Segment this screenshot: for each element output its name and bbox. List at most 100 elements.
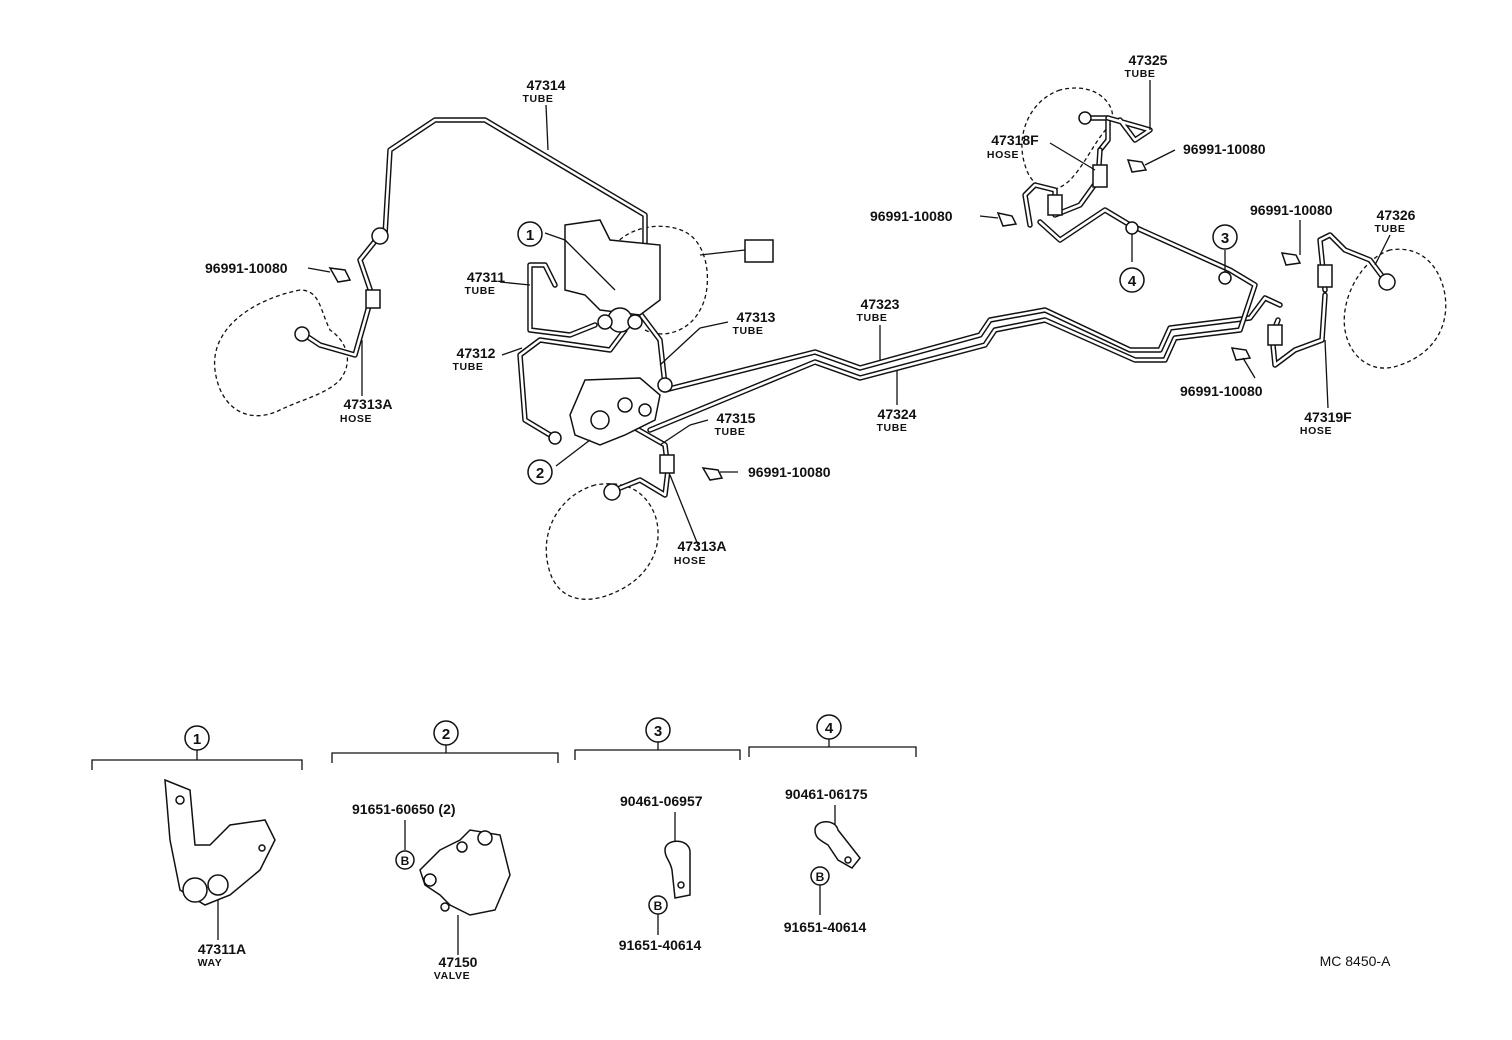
svg-text:96991-10080: 96991-10080 — [748, 464, 831, 480]
svg-text:1: 1 — [526, 227, 534, 244]
svg-text:TUBE: TUBE — [857, 312, 888, 324]
detail-3: 3 90461-06957 B 91651-40614 — [574, 717, 741, 953]
svg-text:96991-10080: 96991-10080 — [1180, 383, 1263, 399]
svg-text:90461-06957: 90461-06957 — [620, 793, 703, 809]
svg-text:TUBE: TUBE — [1125, 68, 1156, 80]
svg-text:TUBE: TUBE — [733, 325, 764, 337]
svg-text:4: 4 — [1128, 273, 1137, 290]
label-clip-far-right-top: 96991-10080 — [1250, 202, 1333, 218]
wheel-outline-rear-right — [1343, 248, 1447, 369]
svg-text:90461-06175: 90461-06175 — [785, 786, 868, 802]
tube-47324 — [647, 207, 1258, 433]
leader-lines — [307, 80, 1391, 546]
fittings — [294, 111, 1396, 501]
svg-text:TUBE: TUBE — [523, 93, 554, 105]
drawing-code: MC 8450-A — [1320, 953, 1391, 969]
svg-text:47313A: 47313A — [343, 396, 392, 412]
tube-47326 — [1317, 232, 1388, 293]
svg-text:VALVE: VALVE — [434, 970, 470, 982]
label-47318f: 47318F HOSE — [987, 132, 1039, 161]
label-47323: 47323 TUBE — [857, 296, 900, 324]
callout-2: 2 — [527, 459, 553, 485]
svg-text:HOSE: HOSE — [674, 555, 706, 567]
way-47311a-part — [164, 778, 276, 906]
svg-text:91651-60650 (2): 91651-60650 (2) — [352, 801, 456, 817]
svg-text:47325: 47325 — [1129, 52, 1168, 68]
label-47319f: 47319F HOSE — [1300, 409, 1352, 437]
callout-1: 1 — [517, 221, 543, 247]
wheel-outline-front-left — [214, 289, 349, 417]
svg-text:TUBE: TUBE — [715, 426, 746, 438]
detail-1: 1 47311A WAY — [91, 725, 303, 969]
svg-text:TUBE: TUBE — [1375, 223, 1406, 235]
svg-text:47313A: 47313A — [677, 538, 726, 554]
svg-text:HOSE: HOSE — [340, 413, 372, 425]
svg-text:96991-10080: 96991-10080 — [1250, 202, 1333, 218]
label-47326: 47326 TUBE — [1375, 207, 1416, 235]
svg-text:47323: 47323 — [861, 296, 900, 312]
hose-47313a-left-line — [302, 232, 383, 358]
svg-text:47324: 47324 — [878, 406, 917, 422]
svg-text:47311: 47311 — [467, 269, 505, 285]
svg-text:91651-40614: 91651-40614 — [619, 937, 702, 953]
tube-47312 — [517, 327, 628, 441]
wheel-outline-front-center — [545, 483, 659, 600]
svg-text:WAY: WAY — [198, 957, 223, 969]
label-47313: 47313 TUBE — [733, 309, 776, 337]
svg-text:2: 2 — [536, 465, 544, 482]
svg-text:B: B — [401, 854, 410, 868]
clamp-90461-06957-part — [664, 840, 691, 899]
detail-4: 4 90461-06175 B 91651-40614 — [748, 714, 917, 935]
label-clip-mid-right: 96991-10080 — [870, 208, 953, 224]
label-47311: 47311 TUBE — [465, 269, 506, 297]
label-clip-center: 96991-10080 — [748, 464, 831, 480]
label-clip-far-right-bottom: 96991-10080 — [1180, 383, 1263, 399]
wheel-outline-rear-top — [1021, 87, 1114, 191]
svg-text:96991-10080: 96991-10080 — [870, 208, 953, 224]
tube-47323 — [662, 295, 1283, 393]
label-47325: 47325 TUBE — [1125, 52, 1168, 80]
svg-text:47150: 47150 — [439, 954, 478, 970]
label-47314: 47314 TUBE — [523, 77, 566, 105]
label-47324: 47324 TUBE — [877, 406, 917, 434]
svg-text:TUBE: TUBE — [877, 422, 908, 434]
svg-text:3: 3 — [1221, 230, 1229, 247]
master-cylinder — [564, 219, 774, 333]
clamp-90461-06175-part — [814, 821, 861, 869]
svg-text:HOSE: HOSE — [987, 149, 1019, 161]
svg-text:47314: 47314 — [527, 77, 566, 93]
proportioning-valve-assembly — [548, 377, 673, 446]
label-47315: 47315 TUBE — [715, 410, 756, 438]
svg-text:47311A: 47311A — [198, 941, 246, 957]
svg-text:2: 2 — [442, 726, 450, 743]
label-clip-left: 96991-10080 — [205, 260, 288, 276]
svg-text:B: B — [654, 899, 663, 913]
svg-text:47312: 47312 — [457, 345, 496, 361]
label-47312: 47312 TUBE — [453, 345, 496, 373]
svg-text:47313: 47313 — [737, 309, 776, 325]
callout-4: 4 — [1119, 267, 1145, 293]
svg-text:47319F: 47319F — [1304, 409, 1352, 425]
label-47313a-center: 47313A HOSE — [674, 538, 727, 567]
svg-text:3: 3 — [654, 723, 662, 740]
svg-text:1: 1 — [193, 731, 201, 748]
callout-3: 3 — [1212, 224, 1238, 250]
svg-text:B: B — [816, 870, 825, 884]
svg-text:91651-40614: 91651-40614 — [784, 919, 867, 935]
svg-text:47315: 47315 — [717, 410, 756, 426]
svg-text:47318F: 47318F — [991, 132, 1039, 148]
tube-47311 — [527, 262, 598, 338]
svg-text:96991-10080: 96991-10080 — [205, 260, 288, 276]
tube-47325 — [1082, 115, 1153, 153]
svg-text:HOSE: HOSE — [1300, 425, 1332, 437]
label-47313a-left: 47313A HOSE — [340, 396, 393, 425]
svg-text:4: 4 — [825, 720, 834, 737]
detail-2: 2 91651-60650 (2) B 47150 VALVE — [331, 720, 559, 982]
clip-icons — [328, 159, 1302, 481]
label-clip-top-right: 96991-10080 — [1183, 141, 1266, 157]
valve-47150-part — [419, 829, 511, 916]
svg-text:47326: 47326 — [1377, 207, 1416, 223]
svg-text:TUBE: TUBE — [453, 361, 484, 373]
svg-text:TUBE: TUBE — [465, 285, 496, 297]
